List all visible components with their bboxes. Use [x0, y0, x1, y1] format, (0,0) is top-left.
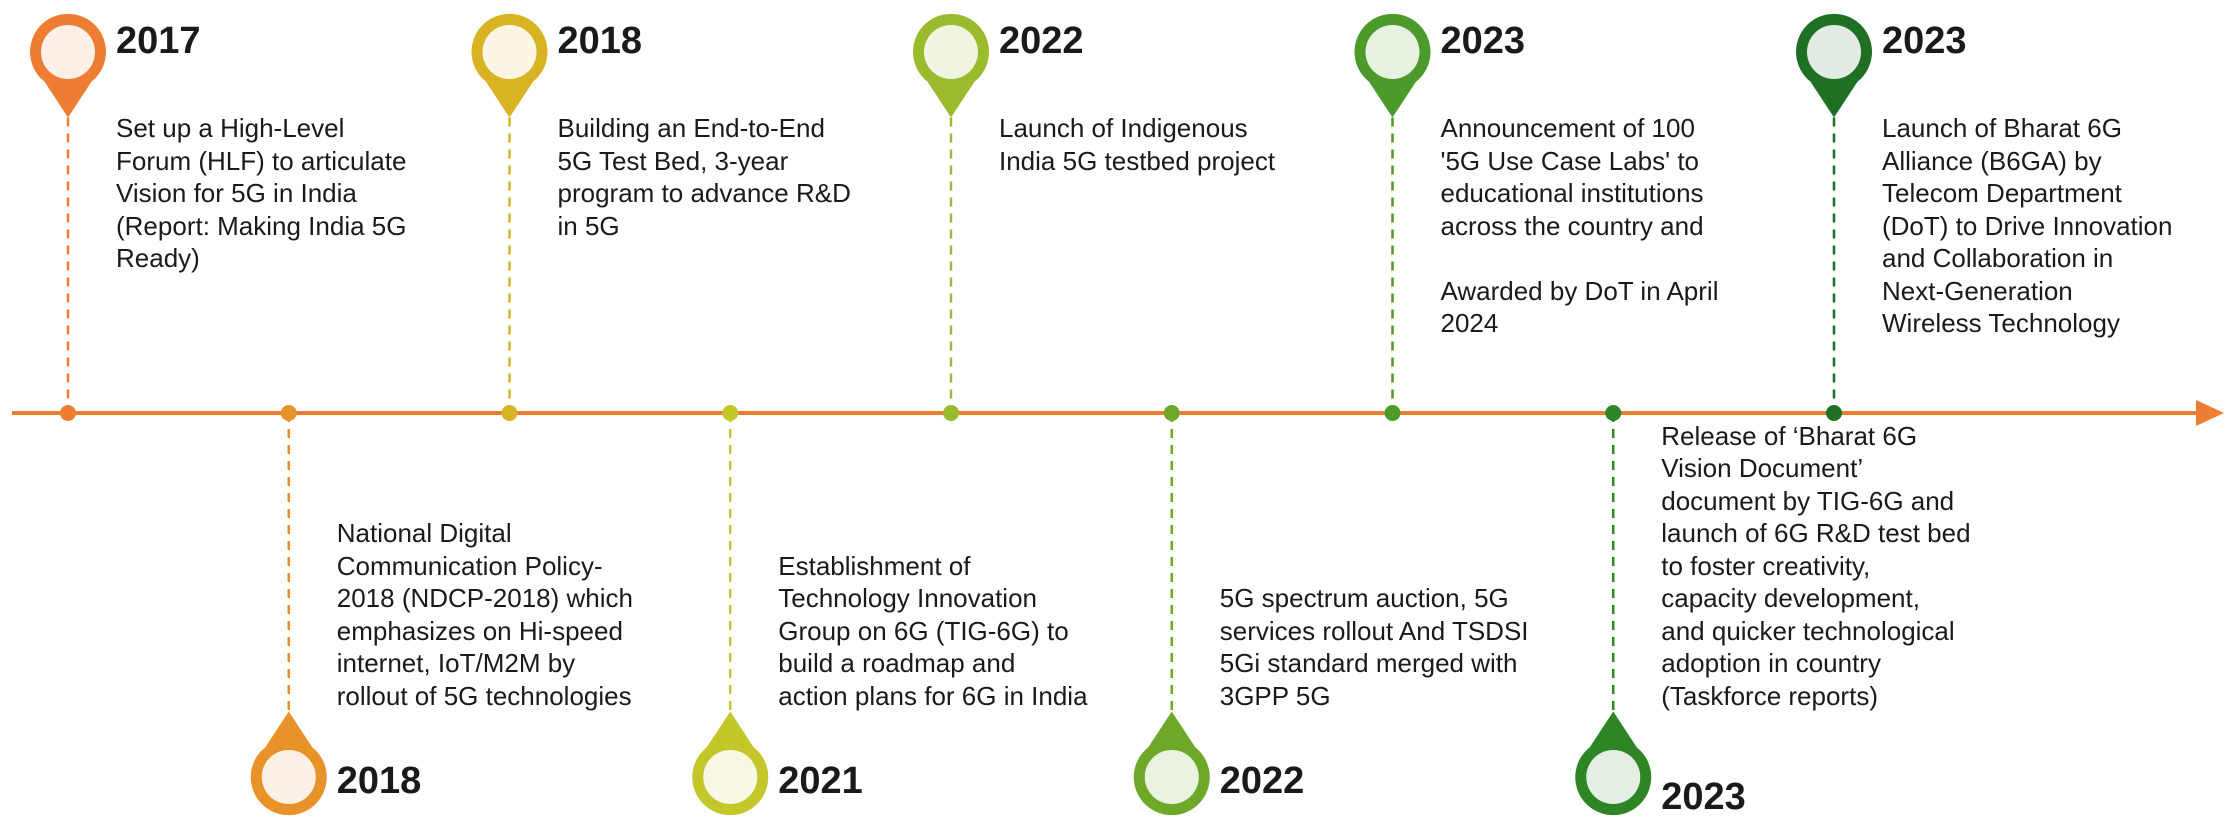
axis-dot-2018-testbed: [501, 405, 518, 421]
event-year-2022-auction: 2022: [1219, 760, 1305, 802]
pin-marker-inner-2022-auction: [1144, 750, 1199, 804]
event-description-2018-testbed: Building an End-to-End 5G Test Bed, 3-ye…: [557, 113, 851, 241]
event-year-2022-indigenous: 2022: [999, 20, 1084, 62]
axis-dot-2023-alliance: [1826, 405, 1842, 421]
axis-dot-2018-ndcp: [280, 405, 297, 421]
event-year-2021: 2021: [778, 760, 863, 802]
pin-marker-inner-2022-indigenous: [924, 25, 978, 79]
event-description-2017: Set up a High-Level Forum (HLF) to artic…: [116, 113, 407, 273]
event-year-2023-labs: 2023: [1440, 20, 1526, 62]
axis-dot-2023-vision: [1605, 405, 1622, 421]
pin-marker-inner-2017: [41, 25, 95, 79]
axis-dot-2022-indigenous: [943, 405, 959, 421]
pin-marker-inner-2018-ndcp: [261, 750, 316, 804]
event-description-2018-ndcp: National Digital Communication Policy- 2…: [336, 518, 633, 711]
event-description-2023-vision: Release of ‘Bharat 6G Vision Document’ d…: [1661, 420, 1971, 711]
axis-dot-2022-auction: [1163, 405, 1180, 421]
event-year-2018-testbed: 2018: [557, 20, 643, 62]
pin-marker-inner-2021: [703, 750, 758, 804]
pin-marker-inner-2023-labs: [1365, 25, 1420, 79]
event-description-2023-labs: Announcement of 100 '5G Use Case Labs' t…: [1440, 113, 1719, 338]
pin-marker-inner-2018-testbed: [482, 25, 537, 79]
event-description-2023-alliance: Launch of Bharat 6G Alliance (B6GA) by T…: [1882, 113, 2173, 338]
event-year-2023-alliance: 2023: [1882, 20, 1967, 62]
event-description-2022-auction: 5G spectrum auction, 5G services rollout…: [1219, 583, 1529, 711]
event-description-2021: Establishment of Technology Innovation G…: [778, 550, 1088, 711]
event-year-2023-vision: 2023: [1661, 776, 1746, 818]
axis-dot-2023-labs: [1384, 405, 1401, 421]
event-description-2022-indigenous: Launch of Indigenous India 5G testbed pr…: [999, 113, 1276, 176]
pin-marker-inner-2023-vision: [1586, 750, 1641, 804]
timeline-arrowhead: [2196, 400, 2224, 426]
axis-dot-2017: [60, 405, 76, 421]
event-year-2018-ndcp: 2018: [336, 760, 422, 802]
pin-marker-inner-2023-alliance: [1807, 25, 1861, 79]
event-year-2017: 2017: [116, 20, 201, 62]
axis-dot-2021: [722, 405, 739, 421]
